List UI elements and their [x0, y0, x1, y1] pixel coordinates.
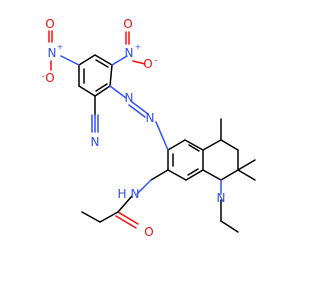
- n-amide-label: N: [131, 187, 140, 201]
- methyl-bond: [237, 169, 256, 181]
- lower-ring-bond: [184, 139, 204, 151]
- n-nitro-left-label: N: [48, 46, 57, 60]
- amide-carbonyl-bond: [117, 211, 139, 225]
- n-ring-label: N: [217, 191, 226, 205]
- saturated-ring-bond: [220, 139, 239, 151]
- amide-bond: [150, 169, 169, 181]
- saturated-ring-bond: [202, 169, 222, 181]
- upper-ring-double-bond: [95, 59, 109, 68]
- n-azo-1-label: N: [125, 91, 134, 105]
- saturated-ring-bond: [202, 139, 222, 151]
- lower-ring-double-bond: [188, 144, 200, 152]
- upper-ring-bond: [94, 85, 111, 97]
- lower-ring-double-bond: [187, 168, 199, 176]
- nitro-left-bond: [60, 55, 80, 66]
- minus-left-label: -: [42, 72, 45, 81]
- amide-bond: [136, 179, 152, 195]
- ethyl-bond: [220, 220, 239, 233]
- o-nitro-right-right-label: O: [143, 57, 152, 71]
- structure-drawing: N + O O - N + O O - N N N N N H O: [42, 17, 256, 239]
- o-nitro-right-top-label: O: [123, 17, 132, 31]
- n-azo-2-label: N: [146, 111, 155, 125]
- minus-right-label: -: [155, 56, 158, 65]
- plus-right-label: +: [135, 43, 142, 52]
- upper-ring-bond: [94, 54, 113, 66]
- nitro-right-bond: [111, 55, 128, 66]
- azo-bond: [155, 121, 169, 151]
- upper-ring-double-bond: [95, 83, 108, 92]
- o-amide-label: O: [144, 225, 153, 239]
- lower-ring-bond: [185, 169, 204, 181]
- azo-bond: [131, 101, 149, 115]
- amide-carbonyl-bond: [115, 215, 137, 229]
- o-nitro-left-bottom-label: O: [45, 71, 54, 85]
- lower-ring-bond: [167, 169, 187, 181]
- molecule-canvas: N + O O - N + O O - N N N N N H O: [41, 17, 256, 239]
- propionyl-bond: [99, 211, 119, 223]
- upper-ring-bond: [109, 64, 113, 87]
- h-amide-label: H: [117, 187, 126, 201]
- saturated-ring-bond: [220, 169, 239, 181]
- lower-ring-bond: [167, 139, 186, 151]
- nitro-right-o-bond: [132, 60, 146, 65]
- azo-double-bond: [128, 104, 146, 118]
- azo-bond: [109, 85, 127, 99]
- upper-ring-bond: [78, 54, 96, 66]
- n-nitro-right-label: N: [125, 46, 134, 60]
- upper-ring-bond: [78, 85, 96, 97]
- plus-left-label: +: [57, 43, 64, 52]
- n-cyano-label: N: [91, 135, 100, 149]
- propionyl-bond: [81, 211, 101, 223]
- amide-bond: [117, 195, 133, 213]
- methyl-bond: [237, 159, 256, 171]
- o-nitro-left-top-label: O: [45, 17, 54, 31]
